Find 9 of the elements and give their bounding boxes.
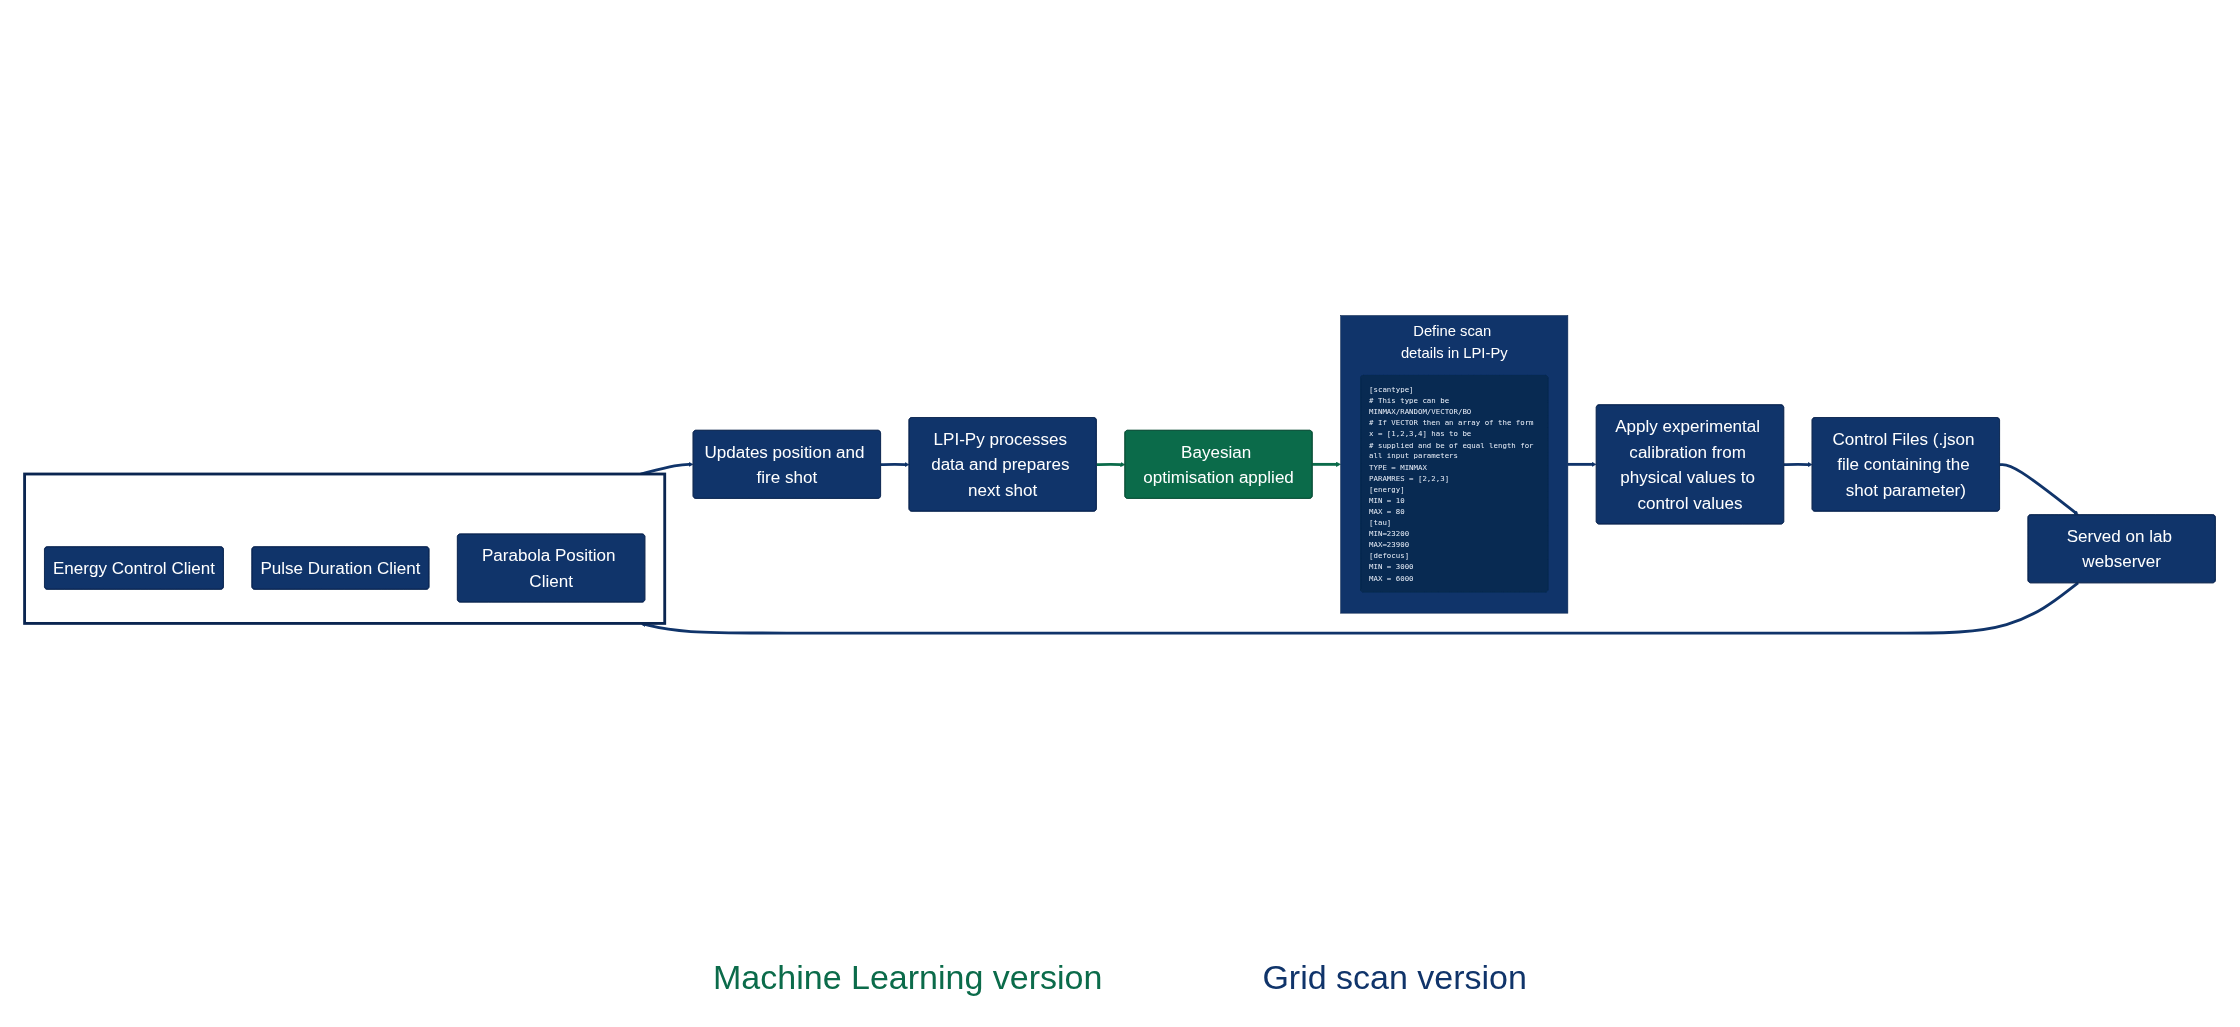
version-note: Machine Learning version [713, 958, 1103, 997]
arrow [1312, 461, 1341, 467]
arrow [880, 461, 910, 467]
arrow [1567, 461, 1597, 467]
arrow [1999, 462, 2079, 515]
cluster [23, 472, 667, 625]
version-note: Grid scan version [1262, 958, 1527, 997]
arrow [1096, 461, 1126, 467]
arrow [1783, 461, 1813, 467]
